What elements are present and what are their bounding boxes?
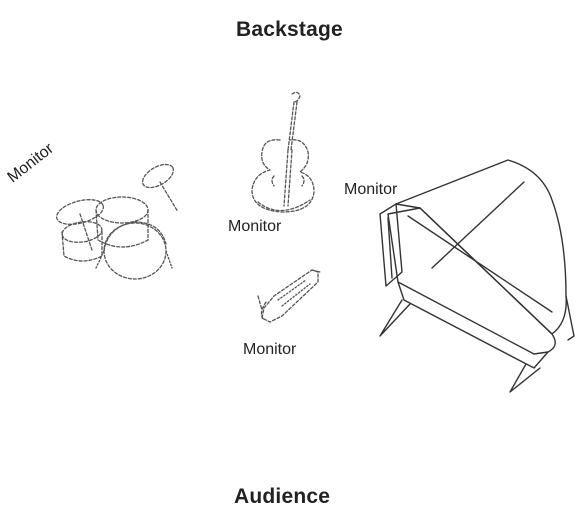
grand-piano-icon: [380, 160, 574, 392]
audience-label: Audience: [234, 485, 330, 509]
saxophone-icon: [258, 270, 320, 322]
double-bass-monitor-label: Monitor: [228, 218, 281, 236]
drum-kit-icon: [54, 160, 178, 279]
double-bass-icon: [252, 92, 314, 212]
saxophone-monitor-label: Monitor: [243, 341, 296, 359]
grand-piano-monitor-label: Monitor: [344, 181, 397, 199]
